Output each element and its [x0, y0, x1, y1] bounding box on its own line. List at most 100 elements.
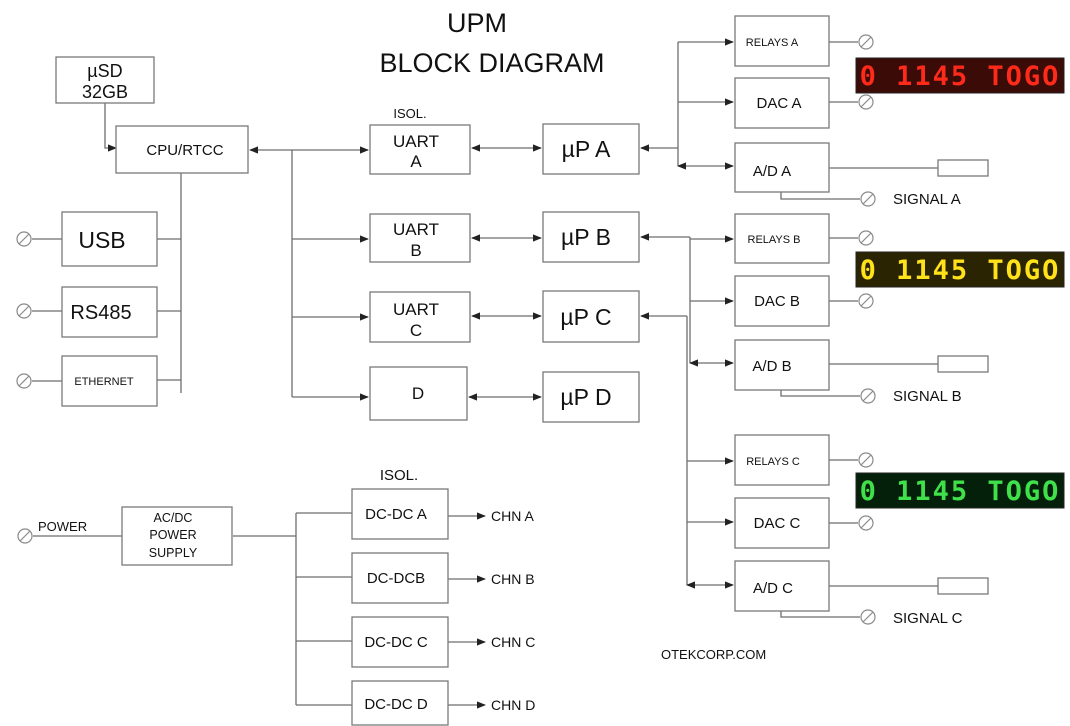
d-label: D	[412, 384, 424, 403]
led-display-c-text: 0 1145 TOGO	[860, 476, 1061, 507]
dcdc-d-label: DC-DC D	[364, 696, 427, 713]
ad-a-signal-link	[780, 192, 860, 200]
uart-a-box: UART A	[369, 124, 471, 175]
rs485-box: RS485	[61, 286, 158, 338]
diagram-title-line1: UPM	[447, 8, 507, 38]
chn-d-label: CHN D	[491, 697, 535, 713]
isolation-label-bottom: ISOL.	[380, 467, 418, 484]
uart-c-label: UART	[393, 300, 439, 319]
chn-a-label: CHN A	[491, 508, 534, 524]
usb-label: USB	[78, 227, 125, 253]
dac-b-box: DAC B	[734, 275, 830, 327]
acdc-power-supply-box: AC/DC POWER SUPPLY	[121, 506, 233, 566]
ad-c-box: A/D C	[734, 560, 830, 612]
dcdc-b-label: DC-DCB	[367, 570, 425, 587]
led-display-a: 0 1145 TOGO	[855, 57, 1065, 94]
isolation-label-top: ISOL.	[393, 106, 426, 121]
cpu-rtcc-box: CPU/RTCC	[115, 125, 249, 174]
acdc-label-line1: AC/DC	[154, 511, 193, 525]
relays-b-box: RELAYS B	[734, 213, 830, 264]
relays-a-box: RELAYS A	[734, 15, 830, 67]
led-display-c: 0 1145 TOGO	[855, 472, 1065, 509]
led-display-b: 0 1145 TOGO	[855, 251, 1065, 288]
terminal-signal-c-icon	[860, 609, 876, 625]
led-display-b-text: 0 1145 TOGO	[860, 255, 1061, 286]
terminal-relays-a-icon	[858, 34, 874, 50]
up-c-label: µP C	[560, 304, 611, 330]
ad-b-label: A/D B	[752, 358, 791, 375]
ad-b-box: A/D B	[734, 339, 830, 391]
ad-c-label: A/D C	[753, 580, 793, 597]
ad-a-box: A/D A	[734, 142, 830, 193]
relays-a-label: RELAYS A	[746, 37, 799, 49]
terminal-signal-a-icon	[860, 191, 876, 207]
up-a-label: µP A	[562, 136, 611, 162]
dac-c-label: DAC C	[754, 515, 801, 532]
acdc-label-line3: SUPPLY	[149, 546, 198, 560]
signal-c-label: SIGNAL C	[893, 610, 963, 627]
chn-b-label: CHN B	[491, 571, 535, 587]
terminal-ethernet-icon	[16, 373, 32, 389]
dcdc-c-label: DC-DC C	[364, 634, 427, 651]
uart-c-letter: C	[410, 321, 422, 340]
ad-c-signal-link	[780, 610, 860, 618]
ad-b-readout-box	[937, 355, 989, 373]
dac-c-box: DAC C	[734, 497, 830, 549]
terminal-relays-c-icon	[858, 452, 874, 468]
ad-a-label: A/D A	[753, 163, 791, 180]
signal-b-label: SIGNAL B	[893, 388, 962, 405]
dcdc-a-label: DC-DC A	[365, 506, 427, 523]
terminal-relays-b-icon	[858, 230, 874, 246]
usd-card-box: µSD 32GB	[55, 56, 155, 104]
dcdc-d-box: DC-DC D	[351, 680, 449, 726]
signal-a-label: SIGNAL A	[893, 191, 961, 208]
dcdc-b-box: DC-DCB	[351, 552, 449, 604]
uart-b-label: UART	[393, 220, 439, 239]
power-label: POWER	[38, 519, 87, 534]
terminal-dac-b-icon	[858, 293, 874, 309]
dcdc-c-box: DC-DC C	[351, 616, 449, 668]
acdc-label-line2: POWER	[149, 528, 196, 542]
terminal-signal-b-icon	[860, 388, 876, 404]
usd-card-size: 32GB	[82, 82, 128, 102]
uart-c-box: UART C	[369, 291, 471, 343]
dac-a-label: DAC A	[756, 95, 801, 112]
ad-b-signal-link	[780, 390, 860, 397]
up-a-box: µP A	[542, 123, 640, 175]
dac-a-box: DAC A	[734, 77, 830, 129]
relays-c-label: RELAYS C	[746, 456, 800, 468]
relays-b-label: RELAYS B	[748, 234, 801, 246]
d-box: D	[369, 366, 468, 421]
terminal-usb-icon	[16, 231, 32, 247]
up-d-label: µP D	[560, 384, 611, 410]
diagram-title-line2: BLOCK DIAGRAM	[379, 48, 604, 78]
usb-box: USB	[61, 211, 158, 267]
up-b-box: µP B	[542, 211, 640, 263]
ethernet-label: ETHERNET	[74, 376, 134, 388]
dcdc-a-box: DC-DC A	[351, 488, 449, 540]
up-d-box: µP D	[542, 371, 640, 423]
up-b-label: µP B	[561, 224, 611, 250]
uart-a-letter: A	[410, 152, 422, 171]
terminal-power-icon	[17, 528, 33, 544]
uart-b-box: UART B	[369, 213, 471, 263]
ad-c-readout-box	[937, 577, 989, 595]
terminal-dac-a-icon	[858, 94, 874, 110]
usd-card-label: µSD	[87, 61, 122, 81]
website-label: OTEKCORP.COM	[661, 647, 766, 662]
uart-a-label: UART	[393, 132, 439, 151]
ethernet-box: ETHERNET	[61, 355, 158, 407]
cpu-rtcc-label: CPU/RTCC	[146, 142, 223, 159]
terminal-rs485-icon	[16, 303, 32, 319]
led-display-a-text: 0 1145 TOGO	[860, 61, 1061, 92]
ad-a-readout-box	[937, 159, 989, 177]
usd-cpu-link	[104, 103, 117, 152]
rs485-label: RS485	[70, 302, 131, 324]
relays-c-box: RELAYS C	[734, 434, 830, 486]
up-c-box: µP C	[542, 290, 640, 343]
uart-b-letter: B	[410, 241, 421, 260]
dac-b-label: DAC B	[754, 293, 800, 310]
chn-c-label: CHN C	[491, 634, 535, 650]
terminal-dac-c-icon	[858, 515, 874, 531]
